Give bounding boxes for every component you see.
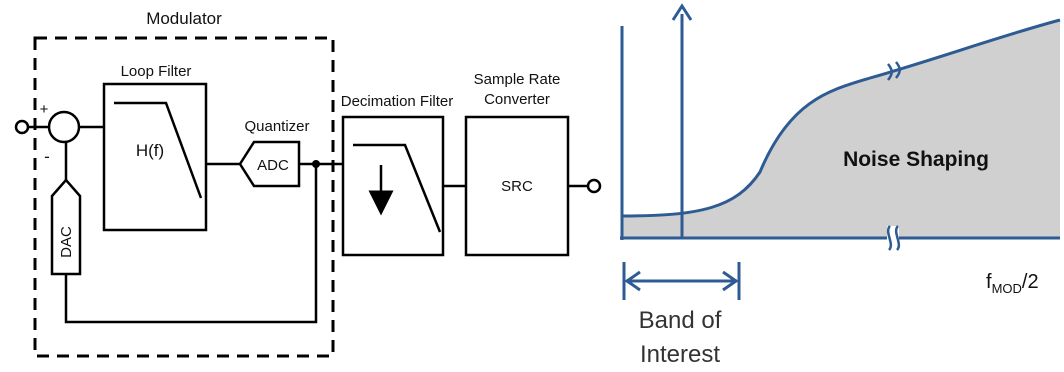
noise-spectrum: Noise Shaping fMOD/2 Band of Interest xyxy=(620,3,1061,368)
quantizer-label: Quantizer xyxy=(244,118,309,135)
sample-rate-label-line2: Converter xyxy=(484,91,550,108)
feedback-wire xyxy=(64,164,318,324)
band-of-interest-line2: Interest xyxy=(640,341,720,368)
axis-break-top-icon xyxy=(887,61,901,81)
lowpass-response-icon xyxy=(114,101,203,199)
band-right-arrowhead-icon xyxy=(722,270,739,292)
noise-shaping-label: Noise Shaping xyxy=(843,148,989,171)
dac-block xyxy=(50,178,82,276)
noise-curve xyxy=(621,18,1061,218)
noise-shaping-area xyxy=(622,20,1060,238)
decimation-filter-block xyxy=(341,115,445,257)
sample-rate-label-line1: Sample Rate xyxy=(474,71,561,88)
loop-filter-block xyxy=(102,82,208,232)
signal-tone-arrowhead-icon xyxy=(671,3,693,21)
adc-label: ADC xyxy=(257,157,289,174)
src-label: SRC xyxy=(501,178,533,195)
axis-end-label: fMOD/2 xyxy=(986,271,1039,296)
block-diagram: Modulator + - Loop Filter H(f) Quantizer… xyxy=(14,9,602,358)
loop-filter-transfer: H(f) xyxy=(136,141,164,160)
axis-break-bottom-icon xyxy=(886,225,901,251)
decimation-filter-label: Decimation Filter xyxy=(341,93,454,110)
band-of-interest-line1: Band of xyxy=(639,307,722,334)
band-left-arrowhead-icon xyxy=(624,270,641,292)
decimation-response-icon xyxy=(353,143,442,233)
input-terminal xyxy=(14,119,30,135)
modulator-boundary xyxy=(33,36,335,358)
loop-filter-label: Loop Filter xyxy=(121,63,192,80)
summer-minus-sign: - xyxy=(44,147,50,166)
src-block xyxy=(464,115,570,257)
modulator-label: Modulator xyxy=(146,9,222,28)
summing-junction xyxy=(47,110,81,144)
dac-label: DAC xyxy=(58,226,75,258)
output-terminal xyxy=(586,178,602,194)
summer-plus-sign: + xyxy=(40,101,49,118)
